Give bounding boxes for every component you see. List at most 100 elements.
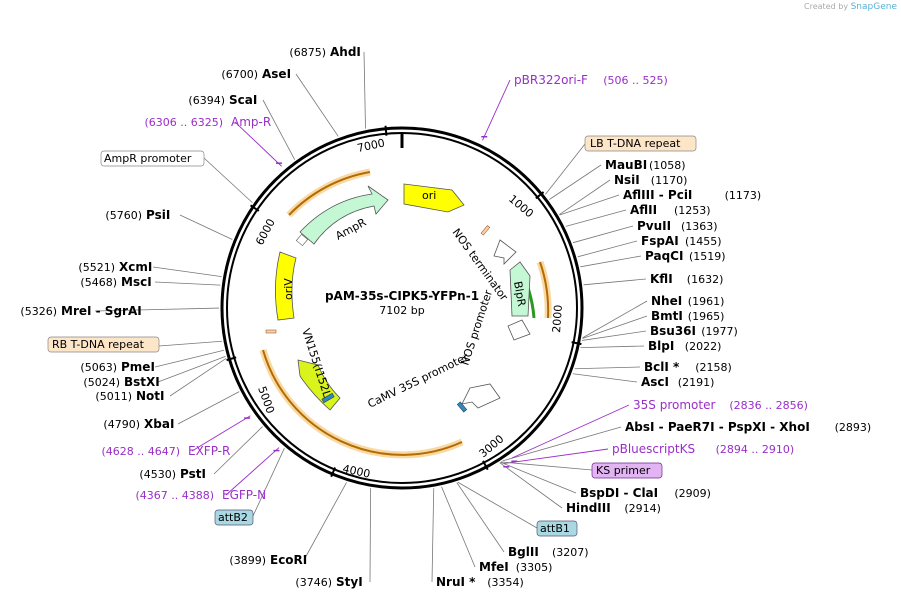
primer-name: Amp-R — [231, 115, 271, 129]
enzyme-position: (5063) — [80, 361, 117, 374]
ampr-promoter-mark — [295, 233, 309, 247]
enzyme-name: Bsu36I — [650, 324, 696, 338]
enzyme-position: (3746) — [295, 576, 332, 589]
primer-position: (2894 .. 2910) — [716, 443, 795, 456]
enzyme-leader-line — [177, 391, 240, 425]
enzyme-site: Bsu36I(1977) — [650, 324, 738, 338]
enzyme-name: BglII — [508, 545, 539, 559]
enzyme-position: (3899) — [229, 554, 266, 567]
enzyme-name: PaqCI — [645, 249, 683, 263]
enzyme-name: AscI — [641, 375, 669, 389]
enzyme-name: BclI * — [644, 360, 680, 374]
enzyme-name: NsiI — [614, 173, 640, 187]
snapgene-logo: SnapGene — [850, 2, 897, 12]
enzyme-name: PvuII — [637, 219, 671, 233]
enzyme-name: NheI — [651, 294, 682, 308]
enzyme-leader-line — [582, 315, 648, 339]
enzyme-leader-line — [154, 281, 221, 286]
enzyme-leader-line — [559, 194, 620, 216]
enzyme-position: (5760) — [105, 209, 142, 222]
blpr-label: BlpR — [511, 280, 528, 307]
enzyme-name: BlpI — [648, 339, 674, 353]
enzyme-site: (6394)ScaI — [188, 93, 257, 107]
primer-name: pBluescriptKS — [612, 442, 695, 456]
ring-tick-mark — [384, 125, 388, 136]
attb1-text: attB1 — [540, 522, 570, 535]
vn155-orange-arc-core — [262, 349, 463, 456]
ring-tick-4000: 4000 — [341, 462, 371, 481]
primer-position: (506 .. 525) — [603, 74, 668, 87]
enzyme-position: (5468) — [80, 276, 117, 289]
blpr-feature — [509, 261, 531, 317]
enzyme-site: PvuII(1363) — [637, 219, 718, 233]
ring-tick-mark — [482, 460, 489, 471]
oriv-feature — [275, 251, 297, 321]
enzyme-site: (5024)BstXI — [83, 375, 159, 389]
oriv-label: oriV — [282, 278, 295, 300]
enzyme-leader-line — [303, 482, 347, 561]
enzyme-name: EcoRI — [270, 553, 307, 567]
lb-tdna-text: LB T-DNA repeat — [590, 137, 681, 150]
enzyme-name: AbsI - PaeR7I - PspXI - XhoI — [625, 420, 810, 434]
primer-name: EXFP-R — [188, 444, 230, 458]
enzyme-leader-line — [499, 462, 563, 509]
enzyme-leader-line — [152, 266, 222, 278]
enzyme-leader-line — [363, 51, 366, 129]
enzyme-position: (1170) — [651, 174, 688, 187]
enzyme-site: (5063) PmeI — [80, 360, 154, 374]
enzyme-site: AflIII - PciI(1173) — [623, 188, 761, 202]
ampr-feature — [299, 185, 389, 245]
backbone-outer — [220, 126, 584, 490]
enzyme-name: AseI — [262, 67, 291, 81]
enzyme-position: (1519) — [689, 250, 726, 263]
primer-name: EGFP-N — [222, 488, 266, 502]
primer-site: pBR322ori-F(506 .. 525) — [514, 73, 668, 87]
enzyme-position: (2914) — [624, 502, 661, 515]
enzyme-name: MreI - SgrAI — [61, 304, 142, 318]
enzyme-position: (1632) — [687, 273, 724, 286]
enzyme-leader-line — [213, 426, 263, 475]
enzyme-position: (1253) — [674, 204, 711, 217]
attb2-box: attB2 — [214, 509, 254, 526]
enzyme-name: XcmI — [119, 260, 152, 274]
primer-site: EXFP-R(4628 .. 4647) — [101, 444, 230, 458]
ampr-promoter-box: AmpR promoter — [100, 150, 205, 167]
plasmid-size: 7102 bp — [379, 304, 424, 317]
primer-position: (4367 .. 4388) — [135, 489, 214, 502]
ampr-promoter-text: AmpR promoter — [104, 152, 192, 165]
feature-leader-line — [203, 157, 253, 203]
camv35s-label: CaMV 35S promoter — [366, 350, 471, 410]
enzyme-position: (2158) — [695, 361, 732, 374]
ring-tick-mark — [226, 356, 237, 362]
ring-tick-mark — [249, 204, 260, 212]
enzyme-name: PmeI — [121, 360, 155, 374]
enzyme-name: KflI — [650, 272, 673, 286]
nos-promoter-feature — [507, 319, 531, 341]
ampr-orange-arc-core — [288, 171, 371, 216]
enzyme-site: (3899) EcoRI — [229, 553, 307, 567]
enzyme-site: (4790)XbaI — [103, 417, 174, 431]
attb2-mark — [321, 392, 335, 404]
enzyme-name: MscI — [121, 275, 152, 289]
enzyme-leader-line — [582, 300, 648, 339]
primer-site: 35S promoter(2836 .. 2856) — [633, 398, 808, 412]
enzyme-leader-line — [559, 179, 611, 215]
enzyme-position: (1058) — [649, 159, 686, 172]
enzyme-position: (2022) — [685, 340, 722, 353]
enzyme-position: (4530) — [139, 468, 176, 481]
primer-leader-line — [234, 121, 282, 167]
enzyme-name: HindIII — [566, 501, 611, 515]
enzyme-site: NheI(1961) — [651, 294, 724, 308]
enzyme-site: (6875)AhdI — [289, 45, 360, 59]
ks-primer-text: KS primer — [596, 464, 651, 477]
primer-site: Amp-R(6306 .. 6325) — [144, 115, 271, 129]
ring-tick-mark — [330, 467, 336, 478]
enzyme-name: PsiI — [146, 208, 170, 222]
enzyme-site: PaqCI (1519) — [645, 249, 726, 263]
enzyme-position: (1455) — [685, 235, 722, 248]
enzyme-site: (5011)NotI — [95, 389, 164, 403]
enzyme-site: KflI (1632) — [650, 272, 723, 286]
lb-tdna-box: LB T-DNA repeat — [584, 135, 697, 152]
enzyme-leader-line — [580, 255, 642, 268]
attb1-mark — [456, 401, 468, 413]
